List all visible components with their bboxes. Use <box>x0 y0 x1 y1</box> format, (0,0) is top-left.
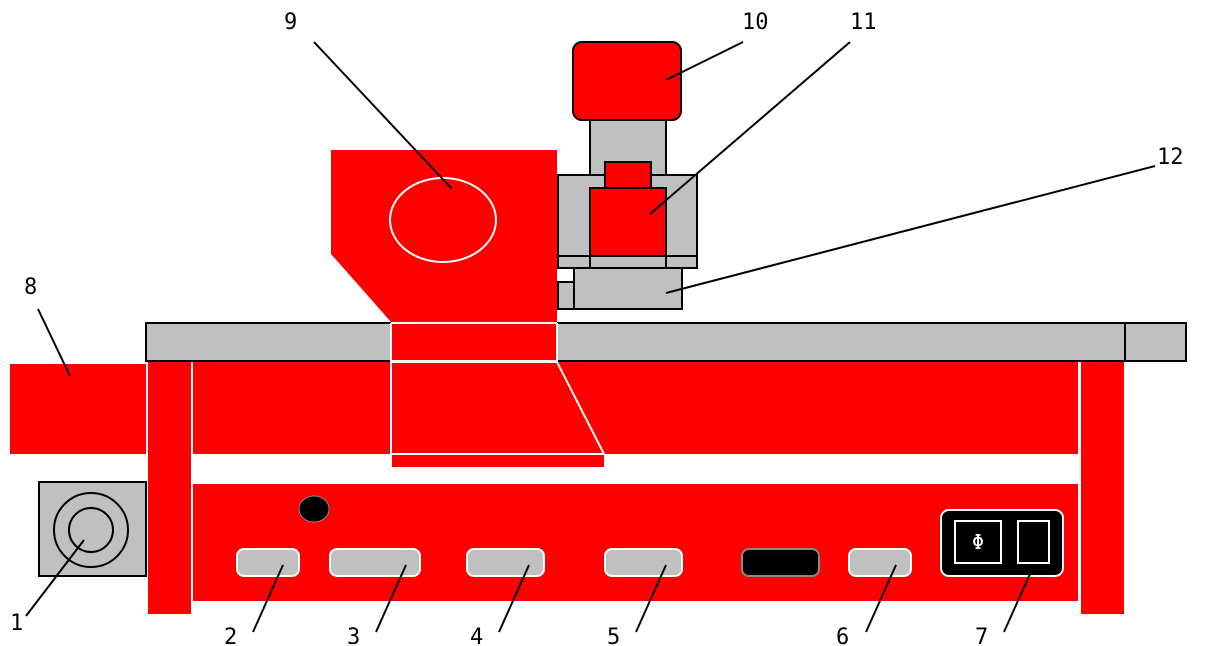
button-2[interactable] <box>236 548 300 577</box>
motor-cap <box>572 41 682 121</box>
callout-2: 2 <box>224 625 237 646</box>
callout-5: 5 <box>607 625 620 646</box>
hopper <box>331 150 606 467</box>
callout-9: 9 <box>284 10 297 35</box>
button-3[interactable] <box>329 548 421 577</box>
power-switch[interactable]: Φ <box>940 509 1064 577</box>
black-dot-icon <box>298 495 330 523</box>
left-leg <box>148 362 191 614</box>
button-6[interactable] <box>848 548 912 577</box>
table-rail <box>145 322 1187 362</box>
switch-symbol: Φ <box>972 530 984 554</box>
callout-10: 10 <box>742 10 769 35</box>
base-block <box>573 267 683 310</box>
callout-6: 6 <box>836 625 849 646</box>
rotary-knob <box>38 481 147 577</box>
upper-body <box>193 362 1078 454</box>
leader-lines <box>25 41 1156 633</box>
button-4[interactable] <box>466 548 545 577</box>
callout-11: 11 <box>850 10 877 35</box>
callout-labels: 1 2 3 4 5 6 7 8 9 10 11 12 <box>10 10 1184 646</box>
left-extension <box>10 364 146 454</box>
right-leg <box>1081 362 1124 614</box>
display-slot <box>741 548 820 577</box>
control-panel <box>193 484 1078 601</box>
callout-3: 3 <box>347 625 360 646</box>
callout-1: 1 <box>10 611 23 636</box>
callout-12: 12 <box>1157 145 1184 170</box>
callout-7: 7 <box>975 625 988 646</box>
concentric-circles-icon <box>53 492 129 568</box>
motor-assembly <box>557 41 698 310</box>
button-5[interactable] <box>604 548 683 577</box>
callout-8: 8 <box>24 275 37 300</box>
callout-4: 4 <box>470 625 483 646</box>
